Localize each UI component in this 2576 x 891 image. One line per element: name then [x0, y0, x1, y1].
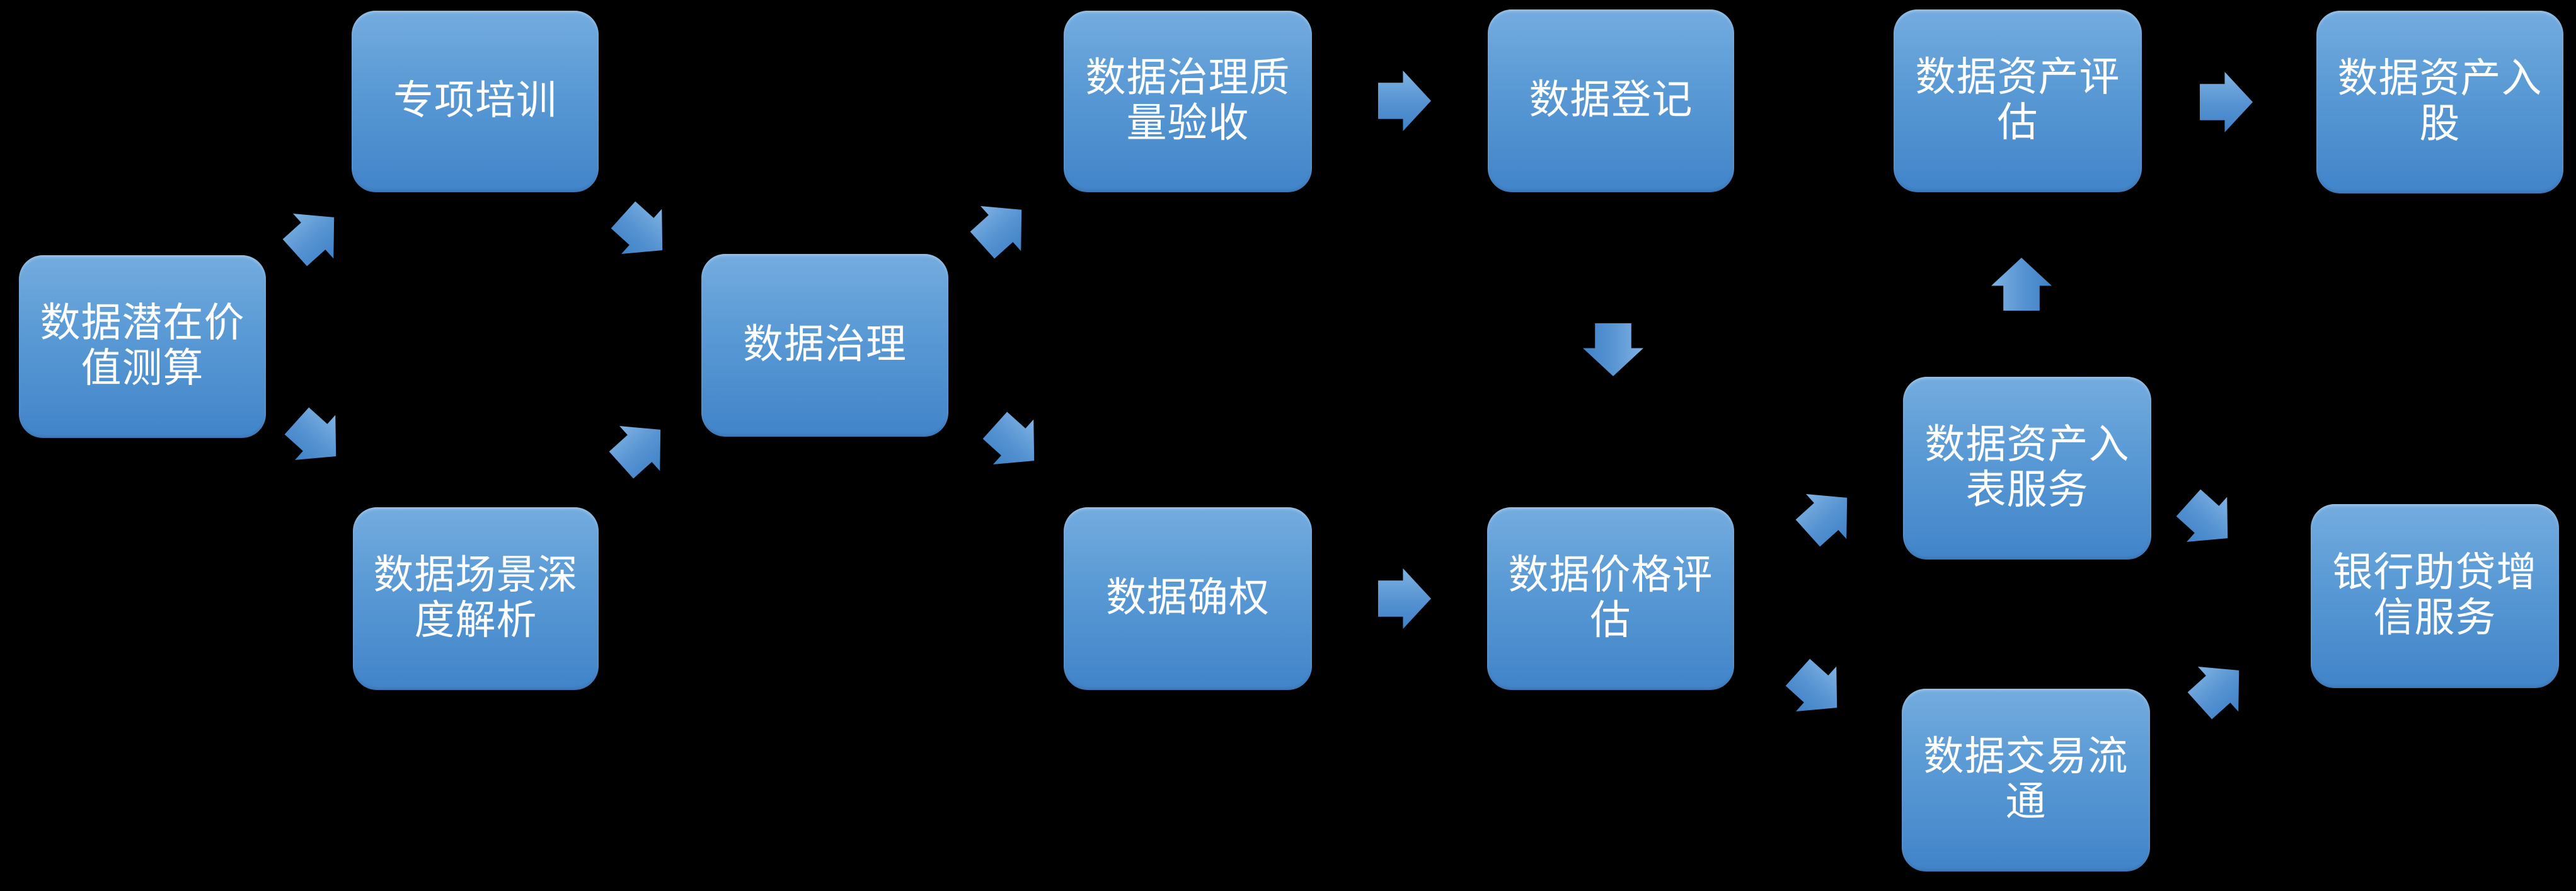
node-label: 银行助贷增 信服务	[2332, 549, 2538, 641]
node-bank-loan-credit-enhancement-service: 银行助贷增 信服务	[2311, 504, 2559, 688]
block-arrow-balance-sheet-service-to-bank-credit	[2168, 480, 2248, 561]
node-label: 数据潜在价 值测算	[40, 300, 245, 392]
node-data-asset-balance-sheet-service: 数据资产入 表服务	[1903, 377, 2151, 560]
block-arrow-quality-acceptance-to-registration	[1378, 71, 1431, 131]
node-label: 数据场景深 度解析	[373, 552, 578, 644]
node-data-rights-confirmation: 数据确权	[1064, 507, 1312, 690]
node-special-training: 专项培训	[352, 11, 599, 192]
node-label: 数据登记	[1529, 77, 1693, 124]
node-data-trading-circulation: 数据交易流 通	[1902, 689, 2150, 871]
node-label: 数据治理	[743, 321, 907, 369]
node-data-price-evaluation: 数据价格评 估	[1487, 507, 1734, 690]
node-data-potential-value-estimation: 数据潜在价 值测算	[19, 255, 266, 438]
block-arrow-balance-sheet-service-to-asset-evaluation	[1991, 258, 2052, 311]
node-label: 数据资产入 股	[2337, 55, 2543, 147]
node-label: 数据确权	[1106, 575, 1270, 622]
block-arrow-price-evaluation-to-trading-circulation	[1778, 650, 1858, 730]
node-label: 数据资产评 估	[1915, 54, 2120, 146]
block-arrow-governance-to-rights-confirmation	[975, 403, 1055, 483]
block-arrow-special-training-to-governance	[603, 192, 683, 273]
block-arrow-price-evaluation-to-balance-sheet-service	[1788, 475, 1868, 556]
block-arrow-potential-value-to-special-training	[275, 195, 355, 275]
block-arrow-governance-to-quality-acceptance	[962, 187, 1042, 268]
node-label: 数据价格评 估	[1508, 552, 1713, 644]
block-arrow-scenario-analysis-to-governance	[601, 407, 681, 488]
node-data-registration: 数据登记	[1488, 9, 1734, 192]
node-data-scenario-deep-analysis: 数据场景深 度解析	[353, 507, 599, 690]
node-data-asset-evaluation: 数据资产评 估	[1894, 9, 2142, 192]
node-label: 数据资产入 表服务	[1924, 422, 2130, 514]
block-arrow-asset-evaluation-to-equity-investment	[2200, 72, 2253, 132]
block-arrow-registration-to-price-evaluation	[1583, 323, 1643, 376]
node-data-asset-equity-investment: 数据资产入 股	[2316, 11, 2563, 193]
block-arrow-trading-circulation-to-bank-credit	[2180, 648, 2260, 728]
node-label: 专项培训	[393, 78, 557, 125]
block-arrow-rights-confirmation-to-price-evaluation	[1378, 568, 1431, 629]
node-label: 数据治理质 量验收	[1085, 55, 1291, 147]
node-data-governance-quality-acceptance: 数据治理质 量验收	[1064, 11, 1312, 192]
node-label: 数据交易流 通	[1923, 733, 2129, 825]
node-data-governance: 数据治理	[701, 254, 948, 437]
block-arrow-potential-value-to-scenario-analysis	[277, 398, 357, 479]
